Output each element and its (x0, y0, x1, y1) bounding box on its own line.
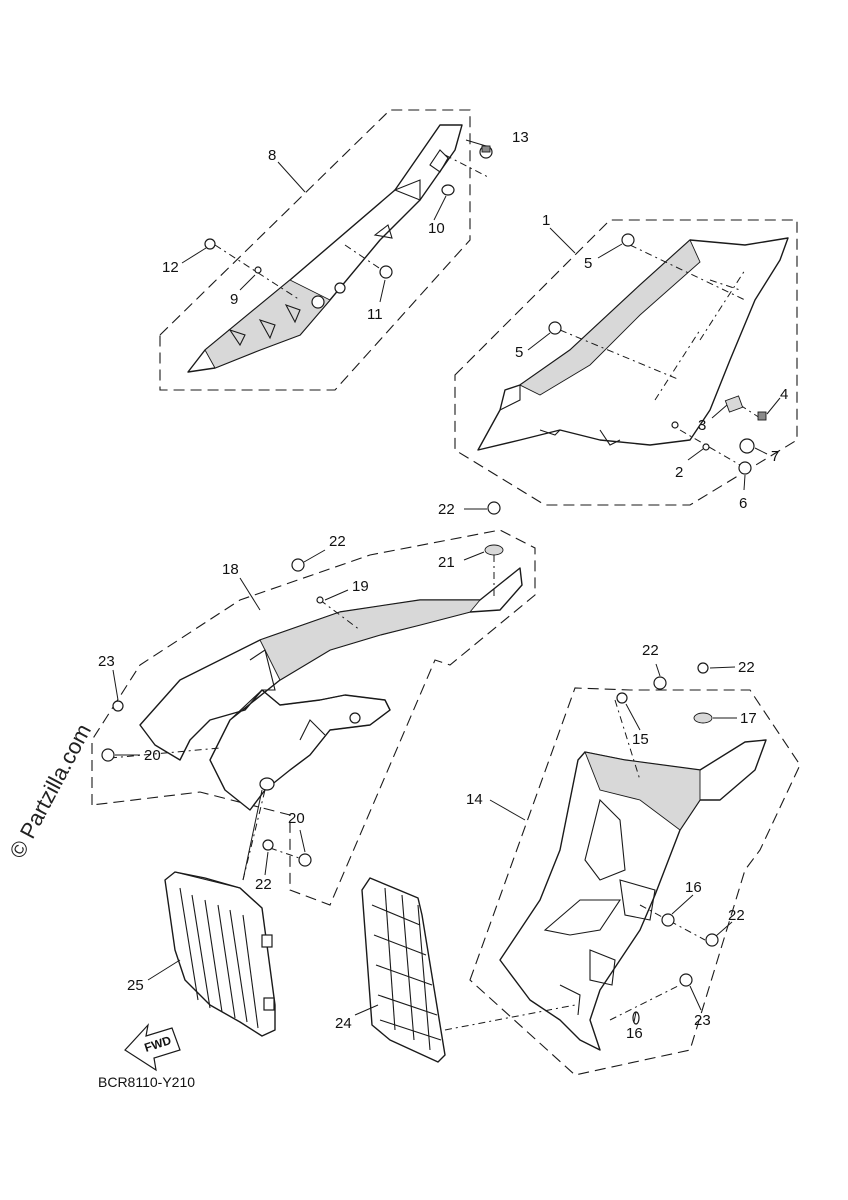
callout-23a: 23 (98, 653, 115, 670)
callout-19: 19 (352, 578, 369, 595)
washer-2 (702, 443, 710, 451)
bolt-22f (705, 933, 719, 947)
callout-11: 11 (367, 306, 383, 323)
group-outline-14 (469, 687, 801, 1076)
side-cover-part-8 (159, 109, 491, 391)
leader-lines (112, 139, 781, 1023)
callout-15: 15 (632, 731, 649, 748)
washer-19 (316, 596, 324, 604)
nut-4 (757, 411, 767, 421)
washer-15 (616, 692, 628, 704)
callout-24: 24 (335, 1015, 352, 1032)
group-outline-8 (159, 109, 471, 391)
callout-16a: 16 (685, 879, 702, 896)
washer-16a (661, 913, 675, 927)
callout-21: 21 (438, 554, 455, 571)
callout-12: 12 (162, 259, 179, 276)
callout-10: 10 (428, 220, 445, 237)
callout-20a: 20 (144, 747, 161, 764)
collar-11 (379, 265, 393, 279)
grommet-17 (693, 712, 713, 724)
callout-3: 3 (698, 417, 706, 434)
grommet-20a (101, 748, 115, 762)
fastener-group-18 (101, 501, 504, 867)
callout-22f: 22 (728, 907, 745, 924)
grommet-20b (298, 853, 312, 867)
callout-13: 13 (512, 129, 529, 146)
bolt-22d (653, 676, 667, 690)
washer-9 (254, 266, 262, 274)
watermark: © Partzilla.com (4, 720, 96, 863)
callout-22d: 22 (642, 642, 659, 659)
radiator-guard-part-24 (361, 877, 576, 1063)
callout-9: 9 (230, 291, 238, 308)
callout-20b: 20 (288, 810, 305, 827)
radiator-shroud-part-18 (91, 529, 536, 906)
bolt-6 (738, 461, 752, 475)
callout-14: 14 (466, 791, 483, 808)
nut-3 (724, 395, 744, 413)
callout-22a: 22 (438, 501, 455, 518)
callout-8: 8 (268, 147, 276, 164)
callout-22e: 22 (738, 659, 755, 676)
callout-4: 4 (780, 386, 788, 403)
callout-25: 25 (127, 977, 144, 994)
callout-7: 7 (771, 448, 779, 465)
callout-22b: 22 (329, 533, 346, 550)
bolt-22b (291, 558, 305, 572)
fastener-group-14 (616, 662, 719, 1025)
fwd-direction-arrow: FWD (124, 1023, 181, 1072)
bolt-23b (679, 973, 693, 987)
group-outline-18 (91, 529, 536, 906)
callout-5b: 5 (515, 344, 523, 361)
callout-6: 6 (739, 495, 747, 512)
callout-1: 1 (542, 212, 550, 229)
callout-16b: 16 (626, 1025, 643, 1042)
collar-23 (112, 700, 124, 712)
bolt-12 (204, 238, 216, 250)
bolt-22a (487, 501, 501, 515)
callout-22c: 22 (255, 876, 272, 893)
callout-numbers: 8 13 10 12 9 11 1 5 5 3 4 2 7 6 22 21 22… (98, 129, 788, 1042)
callout-18: 18 (222, 561, 239, 578)
callout-2: 2 (675, 464, 683, 481)
bolt-22c (262, 839, 274, 851)
bolt-22e (697, 662, 709, 674)
grommet-10 (441, 184, 455, 196)
diagram-code: BCR8110-Y210 (98, 1074, 195, 1090)
radiator-guard-part-25 (164, 789, 276, 1037)
collar-5b (548, 321, 562, 335)
radiator-shroud-part-14 (469, 687, 801, 1076)
callout-17: 17 (740, 710, 757, 727)
collar-5a (621, 233, 635, 247)
bolt-7 (739, 438, 755, 454)
fastener-group-1 (548, 233, 767, 475)
callout-23b: 23 (694, 1012, 711, 1029)
callout-5a: 5 (584, 255, 592, 272)
grommet-21 (484, 544, 504, 556)
side-cover-part-1 (454, 219, 798, 506)
